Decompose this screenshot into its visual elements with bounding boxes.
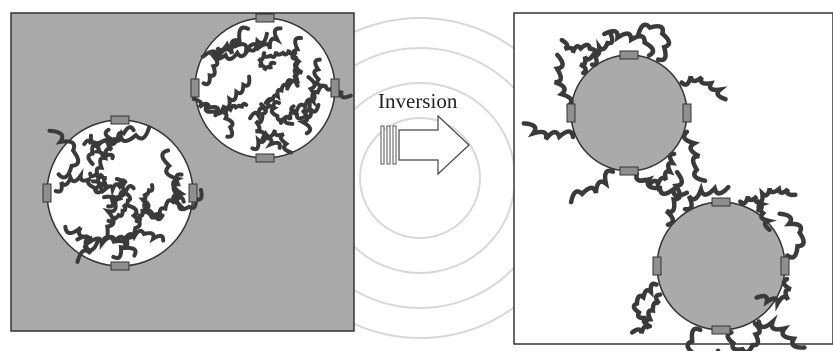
polymer-chain (754, 276, 792, 312)
surfactant-anchor (188, 183, 198, 203)
polymer-chain (756, 314, 807, 350)
surfactant-anchor (619, 50, 639, 60)
polymer-chain (63, 224, 93, 264)
polymer-chain (82, 138, 115, 161)
polymer-chains (191, 25, 353, 155)
polymer-chain (211, 31, 269, 61)
surfactant-anchor (255, 13, 275, 23)
surfactant-anchors (190, 13, 340, 163)
surfactant-anchors (652, 197, 790, 335)
polymer-chain (254, 102, 282, 150)
surfactant-anchor (711, 325, 731, 335)
polymer-chain (631, 281, 659, 329)
polymer-chain (521, 121, 576, 141)
polymer-chain (629, 292, 663, 335)
polymer-chain (262, 48, 298, 59)
polymer-chain (248, 100, 281, 123)
polymer-chain (86, 125, 136, 166)
polymer-chain (559, 37, 600, 67)
surfactant-anchors (566, 50, 692, 176)
left-panel (10, 12, 355, 332)
polymer-chain (289, 103, 321, 121)
right-arrow-icon (380, 114, 470, 176)
polymer-chain (213, 101, 249, 118)
surfactant-anchor (110, 115, 130, 125)
droplet-before-top (190, 13, 353, 163)
surfactant-anchor (652, 256, 662, 276)
polymer-chains (629, 169, 807, 351)
surfactant-anchor (330, 78, 340, 98)
polymer-chain (47, 128, 81, 180)
polymer-chain (553, 52, 574, 109)
polymer-chain (679, 75, 728, 102)
surfactant-anchor (110, 261, 130, 271)
polymer-chain (635, 22, 672, 63)
droplet-after-top (521, 22, 728, 205)
surfactant-anchors (42, 115, 198, 271)
polymer-chain (568, 168, 616, 205)
polymer-chain (263, 78, 294, 105)
polymer-chain (106, 192, 133, 224)
polymer-chain (91, 178, 128, 198)
surfactant-anchor (780, 256, 790, 276)
polymer-chain (681, 129, 708, 183)
polymer-chain (578, 32, 615, 76)
surfactant-anchor (255, 153, 275, 163)
polymer-chain (290, 53, 301, 88)
droplet-before-bottom (42, 115, 204, 271)
surfactant-anchor (619, 166, 639, 176)
polymer-chain (312, 57, 353, 100)
polymer-chain (682, 182, 731, 212)
polymer-chain (685, 326, 721, 351)
droplet-after-bottom (629, 169, 807, 351)
polymer-chain (257, 52, 277, 72)
polymer-chain (602, 28, 656, 58)
polymer-chain (725, 321, 762, 351)
polymer-chain (200, 25, 251, 64)
right-panel (513, 12, 833, 351)
polymer-chains (521, 22, 728, 205)
polymer-chains (47, 125, 204, 264)
polymer-chain (232, 26, 283, 57)
inversion-label: Inversion (378, 89, 458, 113)
surfactant-anchor (42, 183, 52, 203)
polymer-chain (297, 75, 317, 136)
polymer-chain (664, 169, 685, 227)
surfactant-anchor (711, 197, 731, 207)
polymer-chain (106, 177, 127, 209)
surfactant-anchor (682, 103, 692, 123)
polymer-chain (88, 170, 108, 195)
surfactant-anchor (566, 103, 576, 123)
polymer-chain (250, 129, 294, 155)
polymer-chain (111, 203, 142, 261)
polymer-chain (82, 194, 118, 253)
inversion-arrow: Inversion (378, 89, 470, 176)
polymer-chain (138, 183, 155, 217)
polymer-chain (755, 185, 798, 213)
surfactant-anchor (190, 78, 200, 98)
polymer-chain (278, 83, 329, 125)
polymer-chain (777, 211, 806, 260)
polymer-chain (634, 171, 690, 198)
